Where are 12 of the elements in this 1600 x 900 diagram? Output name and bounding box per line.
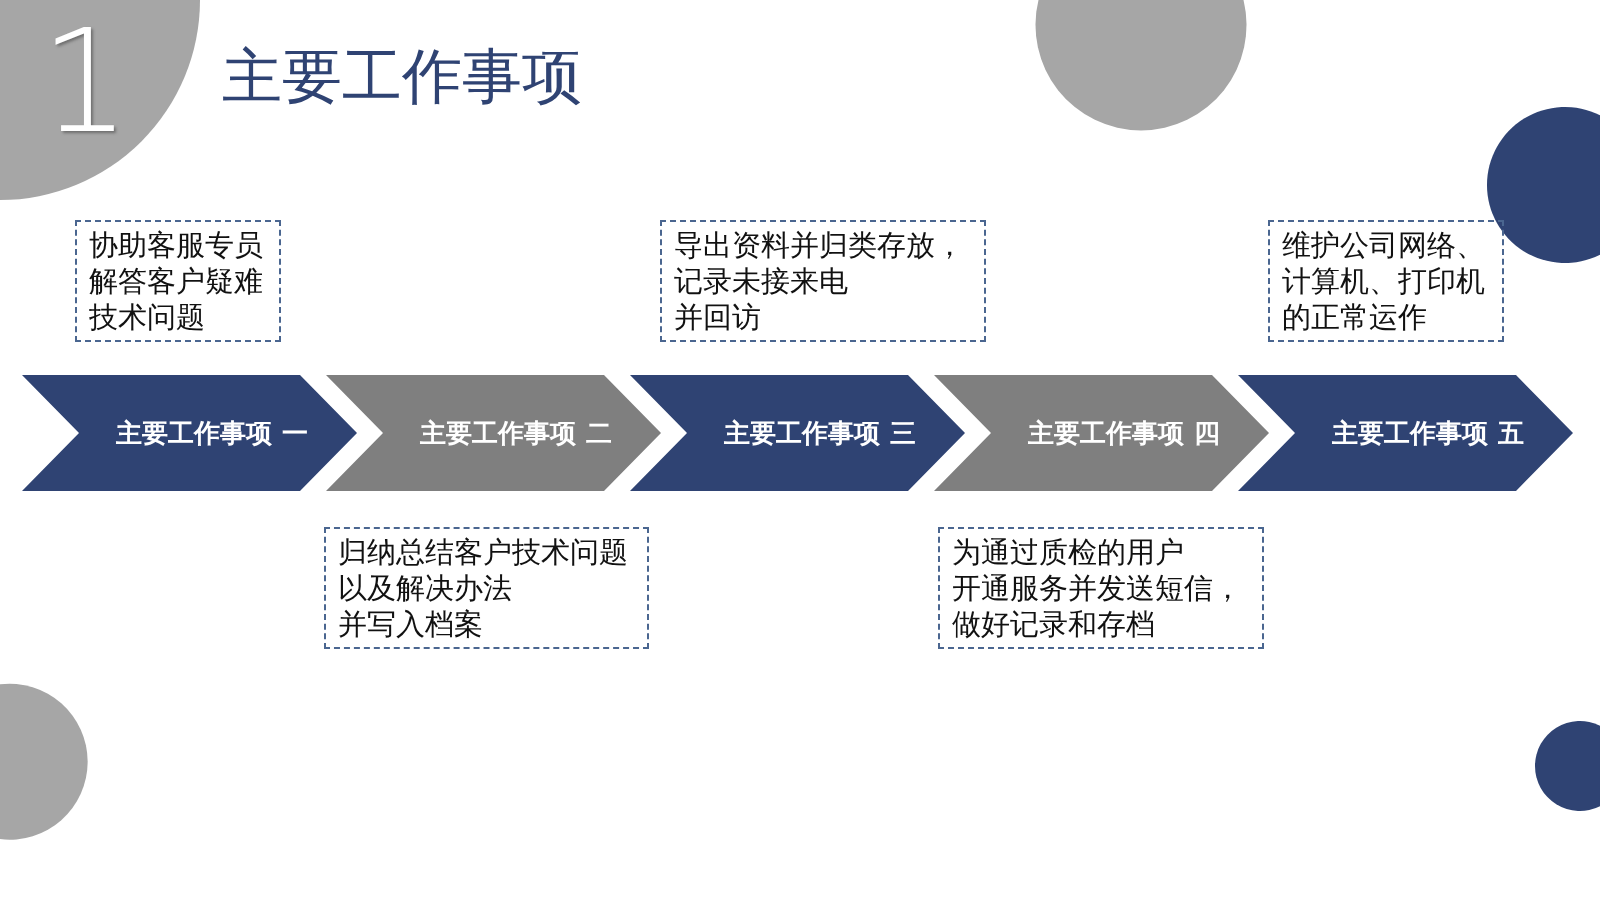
chevron-step: 主要工作事项 三 — [630, 375, 965, 491]
note-box: 导出资料并归类存放，记录未接来电并回访 — [660, 220, 986, 342]
chevron-step: 主要工作事项 一 — [22, 375, 357, 491]
note-box: 归纳总结客户技术问题以及解决办法并写入档案 — [324, 527, 649, 649]
chevron-step: 主要工作事项 四 — [934, 375, 1269, 491]
section-number: 1 — [40, 2, 131, 162]
note-box: 协助客服专员解答客户疑难技术问题 — [75, 220, 281, 342]
slide-title: 主要工作事项 — [222, 40, 582, 112]
note-box: 维护公司网络、计算机、打印机的正常运作 — [1268, 220, 1504, 342]
note-box: 为通过质检的用户开通服务并发送短信，做好记录和存档 — [938, 527, 1264, 649]
chevron-step: 主要工作事项 五 — [1238, 375, 1573, 491]
chevron-step: 主要工作事项 二 — [326, 375, 661, 491]
